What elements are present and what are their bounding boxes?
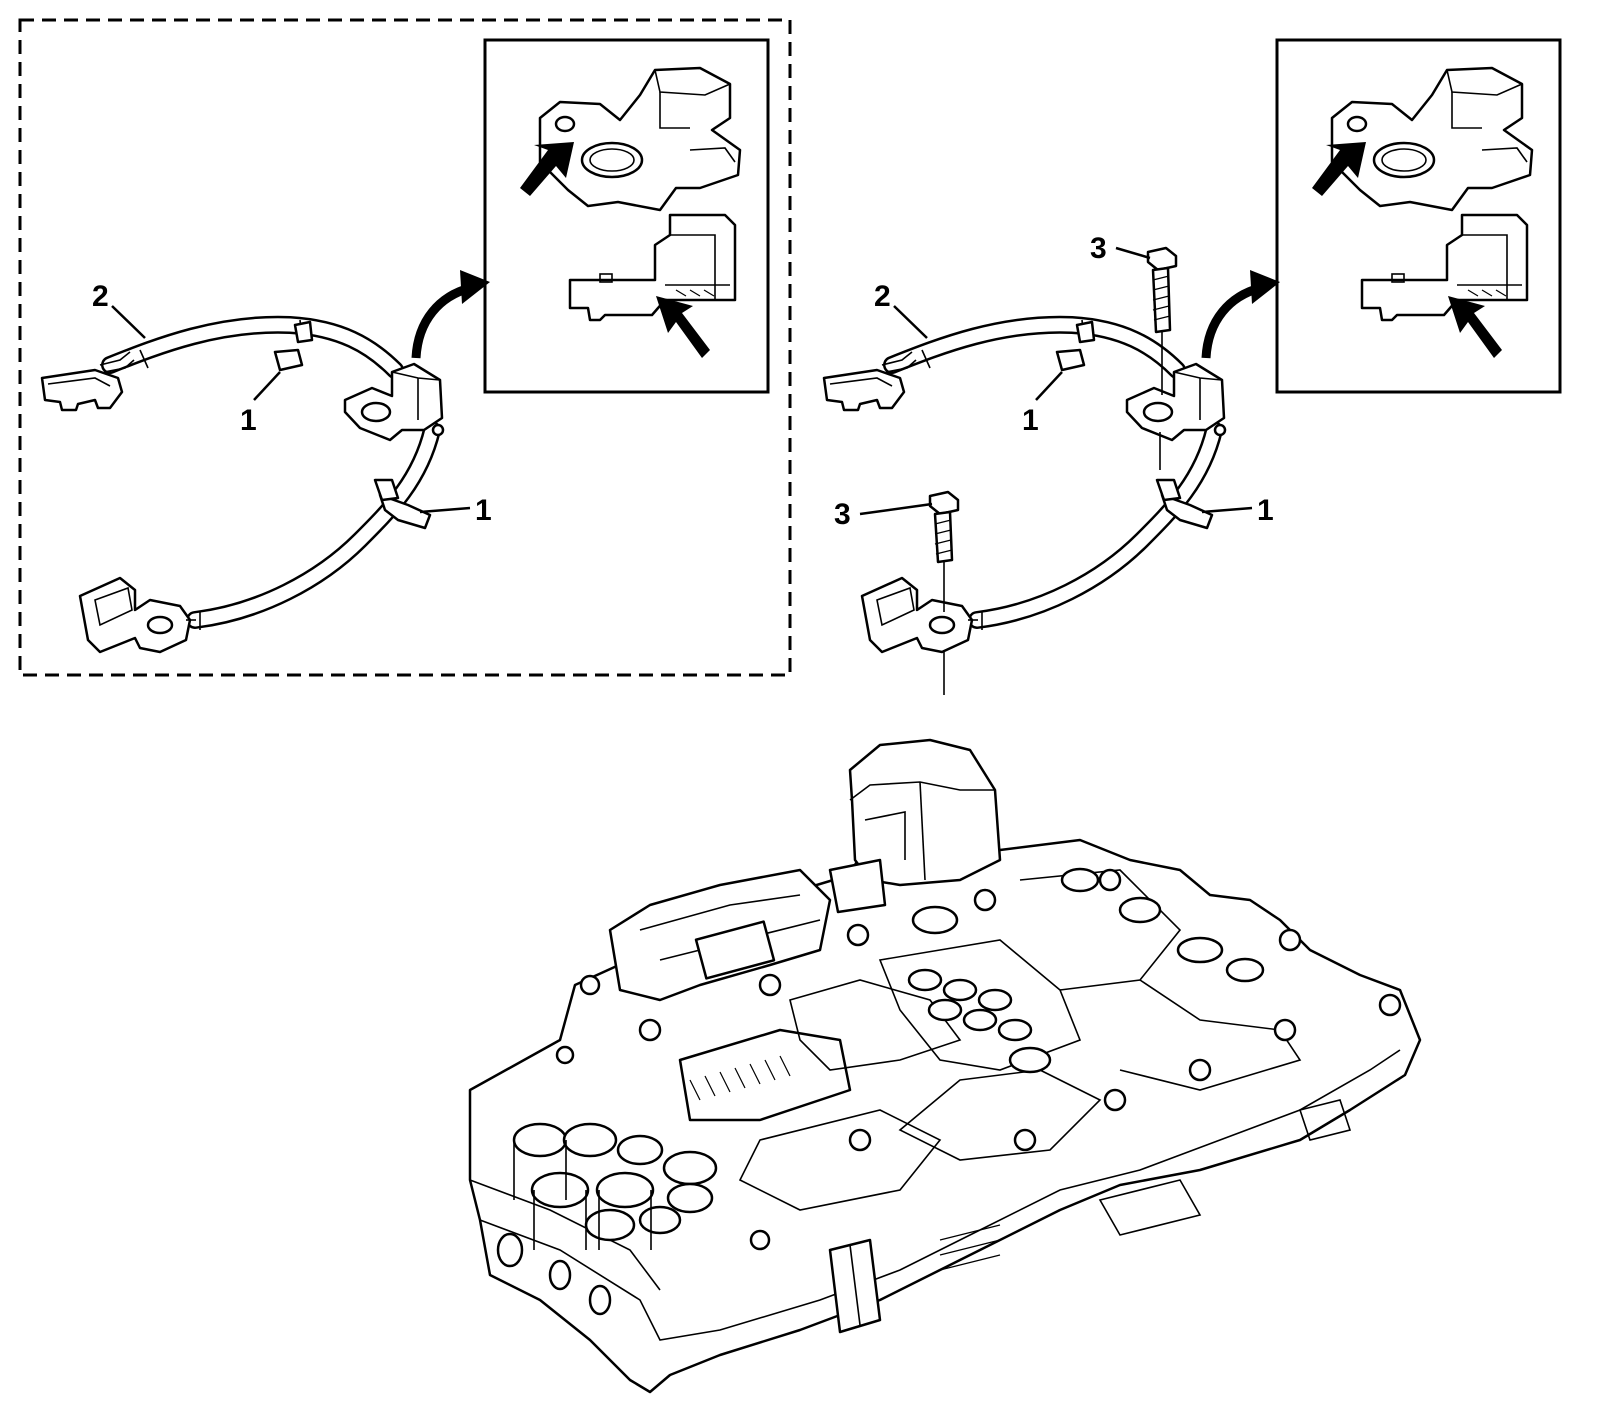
- right-panel: 2 1 1 3 3: [822, 38, 1562, 695]
- right-callouts: 2 1 1 3 3: [834, 232, 1274, 531]
- curved-arrow-head: [460, 270, 490, 304]
- sensor-connector-side-view-right: [1360, 213, 1529, 322]
- dashed-frame: [18, 18, 792, 677]
- sensor-eyelet-connector-upper-right: [1125, 362, 1227, 442]
- harness-clip-upper: [273, 320, 314, 372]
- solid-arrow-icon: [520, 142, 574, 196]
- left-panel: 2 1 1: [18, 18, 792, 677]
- curved-arrow-head: [1250, 270, 1280, 304]
- right-wiring-harness: [822, 315, 1227, 654]
- sensor-connector-top-view-right: [1330, 66, 1534, 212]
- sensor-connector-top-view: [538, 66, 742, 212]
- callout-clip-1-lower-right: 1: [1257, 494, 1274, 527]
- left-detail-inset: [483, 38, 770, 394]
- bolt-upper: [1146, 246, 1178, 470]
- callout-harness-2: 2: [92, 280, 109, 313]
- callout-clip-1-upper-right: 1: [1022, 404, 1039, 437]
- harness-clip-lower: [373, 478, 432, 530]
- sensor-eyelet-connector-upper: [343, 362, 445, 442]
- left-end-connector: [40, 351, 135, 412]
- right-detail-inset: [1275, 38, 1562, 394]
- solid-arrow-icon: [1448, 296, 1502, 358]
- bolt-lower: [928, 490, 960, 695]
- left-callouts: 2 1 1: [92, 280, 492, 527]
- sensor-eyelet-connector-lower: [78, 576, 196, 654]
- valve-body-front-face: [479, 1099, 1352, 1334]
- callout-bolt-3-upper: 3: [1090, 232, 1107, 265]
- sensor-eyelet-connector-lower-right: [860, 576, 978, 654]
- curved-arrow-icon: [1201, 283, 1262, 359]
- callout-clip-1-upper: 1: [240, 404, 257, 437]
- callout-harness-2-right: 2: [874, 280, 891, 313]
- callout-clip-1-lower: 1: [475, 494, 492, 527]
- solenoid-strip: [678, 1028, 852, 1122]
- valve-body-bolts: [555, 868, 1402, 1251]
- callout-bolt-3-lower: 3: [834, 498, 851, 531]
- valve-body-connector-tower: [828, 738, 1002, 914]
- harness-clip-lower-right: [1155, 478, 1214, 530]
- solid-arrow-icon: [656, 296, 710, 358]
- valve-body-assembly: [468, 738, 1422, 1394]
- sensor-connector-side-view: [568, 213, 737, 322]
- valve-bores: [907, 867, 1265, 1074]
- harness-clip-upper-right: [1055, 320, 1096, 372]
- left-wiring-harness: [40, 315, 445, 654]
- curved-arrow-icon: [411, 283, 472, 359]
- accumulator-bores: [512, 1122, 718, 1250]
- solid-arrow-icon: [1312, 142, 1366, 196]
- left-end-connector-right: [822, 351, 917, 412]
